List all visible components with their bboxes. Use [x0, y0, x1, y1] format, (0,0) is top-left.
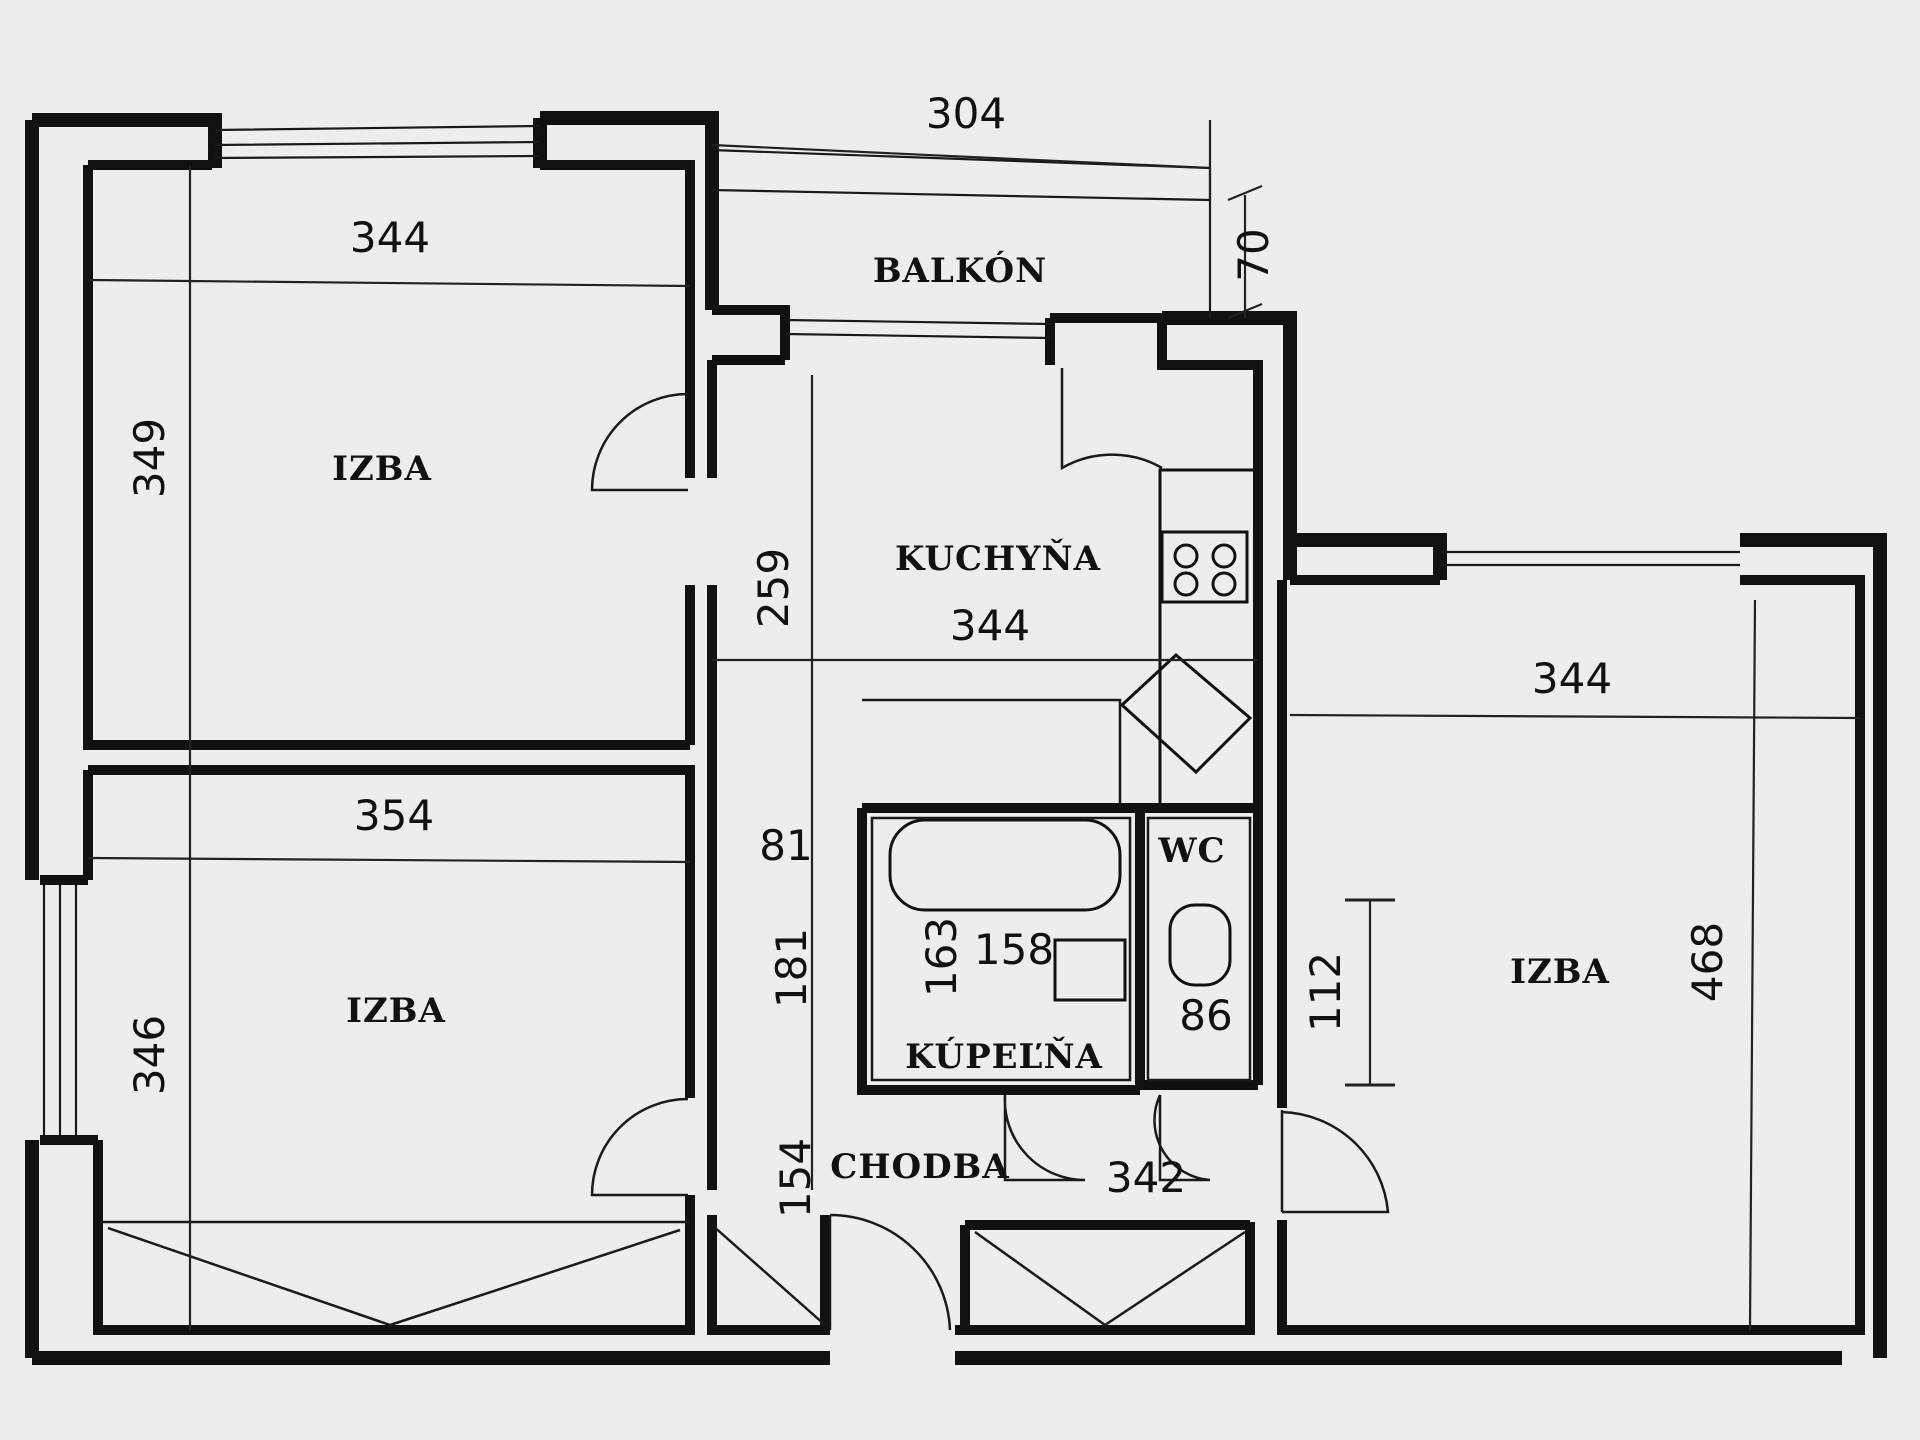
- window-balcony: [711, 148, 1211, 340]
- dim-izba-bottom-left-depth: 346: [125, 1015, 174, 1095]
- room-label-chodba: CHODBA: [830, 1147, 1009, 1187]
- door-izba-bottom-left: [590, 1097, 689, 1197]
- window-top-left: [214, 124, 541, 160]
- door-closet-left: [711, 1224, 826, 1326]
- wall-bath: [857, 803, 1258, 1095]
- door-izba-top-left: [590, 392, 689, 492]
- dim-kupelna-width: 158: [974, 925, 1054, 974]
- doors: [100, 368, 1390, 1331]
- door-bath: [1003, 1094, 1086, 1182]
- bath-inner: [870, 816, 1132, 1082]
- wall-right-block-top: [1162, 311, 1887, 1358]
- wall-hall-bottom: [707, 1215, 1255, 1335]
- fixtures: [862, 468, 1257, 1082]
- dim-gap-81: 81: [759, 821, 812, 870]
- dim-balkon-width: 304: [926, 89, 1006, 138]
- kitchen-sink-icon: [1119, 652, 1253, 775]
- stove-icon: [1160, 530, 1249, 604]
- window-left: [42, 885, 78, 1135]
- dimension-lines: [87, 120, 1861, 1331]
- dim-izba-right-width: 344: [1532, 654, 1612, 703]
- dim-kuchyna-depth: 259: [749, 548, 798, 628]
- wall-kitchen-top: [707, 313, 1263, 1190]
- room-label-kupelna: KÚPEĽŇA: [905, 1036, 1103, 1077]
- wardrobe-izba-bottom-left: [100, 1220, 690, 1327]
- door-entrance: [828, 1213, 952, 1331]
- door-wc: [1153, 1094, 1211, 1182]
- dimension-labels: 304 70 344 349 354 346 344 259 81 181 16…: [125, 89, 1732, 1218]
- dim-wc-width: 86: [1179, 991, 1232, 1040]
- room-label-izba-right: IZBA: [1510, 952, 1610, 992]
- dim-izba-top-left-depth: 349: [125, 418, 174, 498]
- dim-chodba-depth: 154: [771, 1138, 820, 1218]
- room-labels: IZBA IZBA IZBA BALKÓN KUCHYŇA KÚPEĽŇA WC…: [332, 250, 1610, 1187]
- dim-izba-top-left-width: 344: [350, 213, 430, 262]
- wall-izba-right: [1277, 575, 1865, 1335]
- dim-balkon-depth: 70: [1229, 228, 1278, 281]
- bathtub-icon: [888, 818, 1122, 912]
- dim-kupelna-depth: 163: [917, 917, 966, 997]
- door-closet-right: [974, 1230, 1246, 1327]
- dim-chodba-width: 342: [1106, 1153, 1186, 1202]
- wall-izba-top-left: [83, 160, 695, 750]
- dim-kuchyna-width: 344: [950, 601, 1030, 650]
- wall-closet: [820, 1215, 1250, 1330]
- wall-balcony: [712, 305, 790, 365]
- room-label-kuchyna: KUCHYŇA: [895, 538, 1101, 579]
- dim-right-112: 112: [1301, 952, 1350, 1032]
- room-label-izba-top-left: IZBA: [332, 449, 432, 489]
- washbasin-icon: [1053, 938, 1127, 1002]
- dim-izba-bottom-left-width: 354: [354, 791, 434, 840]
- dim-izba-right-depth: 468: [1683, 922, 1732, 1002]
- dim-bath-hall-181: 181: [767, 928, 816, 1008]
- windows: [42, 124, 1740, 1135]
- window-right: [1440, 550, 1740, 567]
- toilet-icon: [1168, 903, 1232, 987]
- kitchen-line: [862, 698, 1122, 808]
- kitchen-counter: [1158, 468, 1257, 812]
- door-kitchen-balcony: [1060, 368, 1163, 471]
- room-label-wc: WC: [1157, 831, 1225, 871]
- wc-inner: [1146, 816, 1252, 1082]
- room-label-izba-bottom-left: IZBA: [346, 991, 446, 1031]
- walls: [25, 111, 1887, 1365]
- wall-izba-bottom-left: [40, 765, 695, 1335]
- room-label-balkon: BALKÓN: [873, 250, 1047, 291]
- door-izba-right: [1280, 1110, 1390, 1214]
